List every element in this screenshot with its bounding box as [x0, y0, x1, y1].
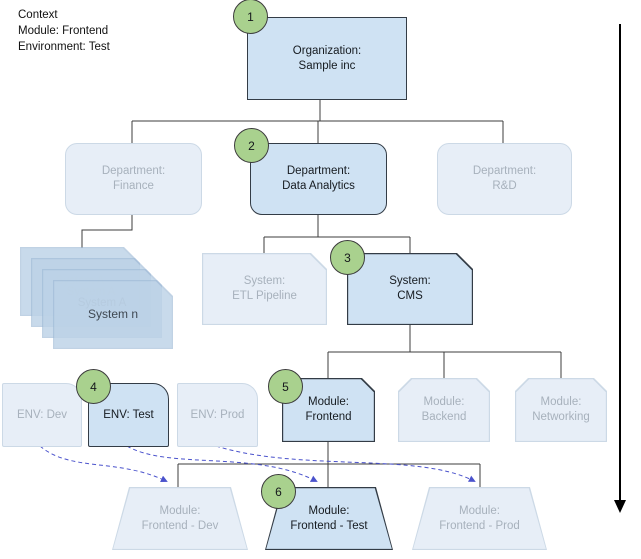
- node-module-networking: Module: Networking: [515, 378, 607, 442]
- frontend-to-instances-connector: [177, 442, 481, 487]
- node-env-dev: ENV: Dev: [2, 383, 82, 447]
- node-label: Department:: [286, 165, 351, 177]
- node-label: ETL Pipeline: [232, 290, 297, 302]
- node-module-backend: Module: Backend: [398, 378, 490, 442]
- node-label: Frontend - Prod: [439, 519, 520, 532]
- context-title: Context: [18, 9, 58, 21]
- step-badge-3: 3: [330, 240, 365, 275]
- flow-direction-arrow: [614, 24, 626, 513]
- node-env-prod: ENV: Prod: [177, 383, 258, 447]
- node-label: Organization:: [292, 44, 362, 57]
- node-label: Module:: [423, 396, 465, 408]
- node-label: Department:: [101, 165, 166, 177]
- node-label: Frontend - Dev: [141, 519, 219, 532]
- context-note: Context Module: Frontend Environment: Te…: [18, 7, 110, 55]
- node-organization: Organization: Sample inc: [247, 17, 407, 100]
- node-label: Data Analytics: [282, 180, 355, 192]
- node-label: System:: [389, 275, 431, 287]
- node-department-rnd: Department: R&D: [437, 143, 572, 215]
- node-label: System:: [243, 275, 286, 287]
- node-label: Department:: [472, 165, 537, 177]
- node-system-cms: System: CMS: [347, 253, 473, 325]
- node-module-frontend-prod: Module: Frontend - Prod: [412, 487, 547, 550]
- node-label: ENV: Prod: [190, 408, 245, 421]
- node-department-finance: Department: Finance: [65, 143, 202, 215]
- node-department-data-analytics: Department: Data Analytics: [250, 143, 387, 215]
- step-badge-5: 5: [268, 369, 303, 404]
- node-label: System n: [87, 307, 138, 321]
- env-prod-mapping-curve: [215, 445, 476, 482]
- node-label: ENV: Dev: [16, 408, 68, 421]
- node-label: Module:: [308, 396, 349, 408]
- dataanalytics-to-systems-connector: [263, 213, 411, 253]
- node-label: Module:: [308, 504, 350, 517]
- node-label: Module:: [159, 504, 201, 517]
- cms-to-modules-connector: [327, 325, 562, 378]
- node-label: Module:: [459, 504, 500, 517]
- finance-to-systemstack-connector: [81, 213, 133, 248]
- node-system-stack-card: System n: [53, 280, 173, 349]
- node-system-etl-pipeline: System: ETL Pipeline: [202, 253, 327, 325]
- step-badge-1: 1: [233, 0, 268, 34]
- node-label: Frontend - Test: [290, 519, 368, 532]
- env-test-mapping-curve: [126, 445, 318, 482]
- node-label: ENV: Test: [103, 408, 154, 421]
- context-environment: Environment: Test: [18, 41, 110, 53]
- node-module-frontend-dev: Module: Frontend - Dev: [112, 487, 248, 550]
- step-badge-6: 6: [261, 474, 296, 509]
- context-module: Module: Frontend: [18, 25, 109, 37]
- node-label: Networking: [532, 411, 590, 423]
- node-label: Finance: [113, 180, 154, 192]
- node-label: Sample inc: [298, 59, 356, 72]
- env-dev-mapping-curve: [39, 445, 168, 482]
- node-label: Backend: [421, 411, 467, 423]
- step-badge-2: 2: [234, 128, 269, 163]
- org-to-departments-connector: [131, 98, 504, 143]
- node-label: Frontend: [305, 411, 352, 423]
- node-label: Module:: [540, 396, 582, 408]
- node-label: R&D: [492, 180, 517, 192]
- node-label: CMS: [397, 290, 423, 302]
- step-badge-4: 4: [76, 369, 111, 404]
